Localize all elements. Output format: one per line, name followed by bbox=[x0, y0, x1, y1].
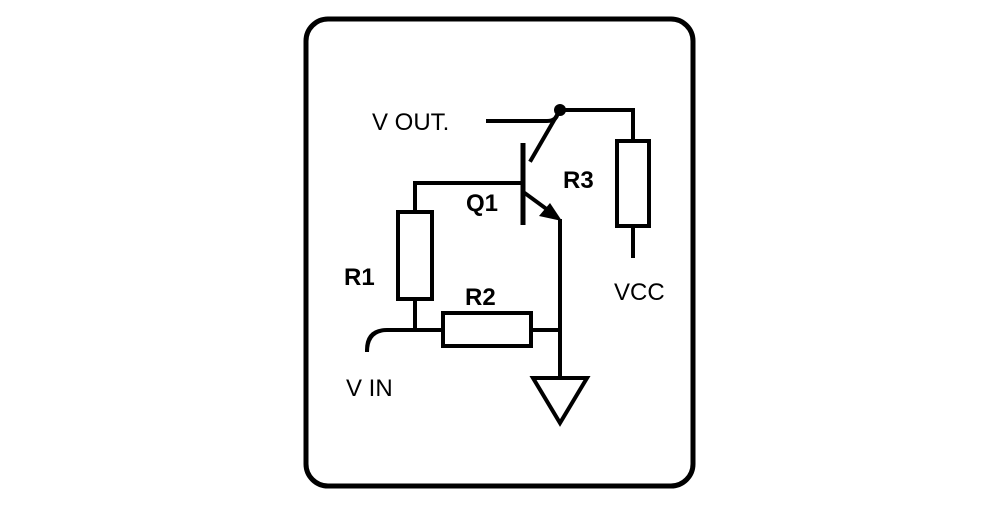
vin-label: V IN bbox=[346, 375, 393, 402]
ground-symbol bbox=[529, 376, 591, 427]
r1-label: R1 bbox=[344, 264, 375, 291]
q1-collector-lead bbox=[528, 107, 563, 163]
vout-label: V OUT. bbox=[372, 109, 449, 136]
r3-label: R3 bbox=[563, 167, 594, 194]
diagram-frame bbox=[303, 16, 696, 489]
q1-label: Q1 bbox=[466, 190, 498, 217]
vin-wire bbox=[364, 328, 445, 353]
r3-resistor bbox=[615, 139, 651, 228]
r1-resistor bbox=[396, 210, 434, 301]
r3-top-wire bbox=[558, 108, 635, 143]
vcc-label: VCC bbox=[614, 279, 665, 306]
q1-emitter-arrow bbox=[539, 203, 562, 221]
base-wire bbox=[413, 181, 525, 214]
r2-resistor bbox=[441, 311, 533, 348]
r2-label: R2 bbox=[465, 284, 496, 311]
